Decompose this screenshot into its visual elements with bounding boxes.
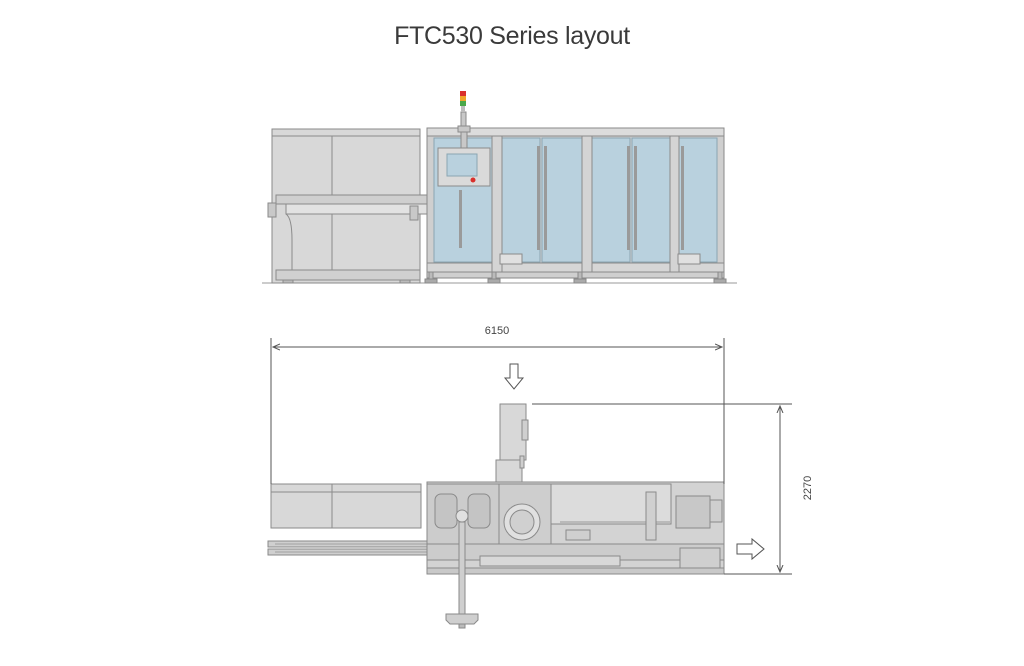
hmi-screen [446, 153, 478, 177]
arrow-down-icon [503, 363, 525, 390]
carton-magazine [270, 483, 422, 529]
operator-panel [437, 111, 491, 187]
infeed-column [495, 403, 529, 483]
front-view [262, 91, 737, 284]
plan-view [267, 363, 765, 629]
guard-panel-5 [631, 137, 671, 263]
emergency-stop-icon [470, 177, 476, 183]
guard-panel-3 [541, 137, 583, 263]
arrow-right-icon [736, 537, 765, 561]
machine-body [426, 481, 725, 575]
width-dimension-label: 6150 [485, 325, 509, 337]
diagram-title: FTC530 Series layout [394, 22, 630, 50]
feeder-unit [267, 128, 429, 284]
width-dimension [270, 338, 725, 484]
signal-tower-icon [460, 91, 466, 112]
guard-panel-4 [591, 137, 631, 263]
depth-dimension-label: 2270 [802, 476, 814, 500]
operator-arm-plan [445, 509, 479, 629]
guard-panel-6 [678, 137, 718, 263]
feeder-rails [267, 540, 481, 556]
guard-panel-2 [501, 137, 541, 263]
depth-dimension [532, 403, 792, 575]
